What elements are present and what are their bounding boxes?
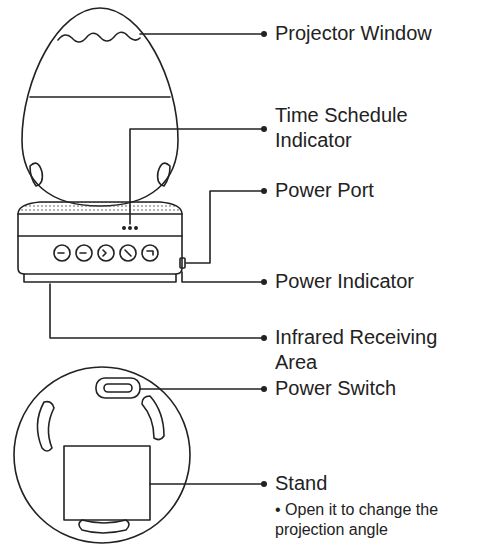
part-label: Stand — [275, 471, 485, 496]
part-label: Power Indicator — [275, 269, 485, 294]
part-label: Power Switch — [275, 376, 485, 401]
part-label: Infrared Receiving Area — [275, 325, 465, 375]
part-label: Projector Window — [275, 21, 485, 46]
note-text: • Open it to change the projection angle — [275, 500, 475, 540]
part-label: Power Port — [275, 178, 485, 203]
part-label: Time Schedule Indicator — [275, 103, 445, 153]
